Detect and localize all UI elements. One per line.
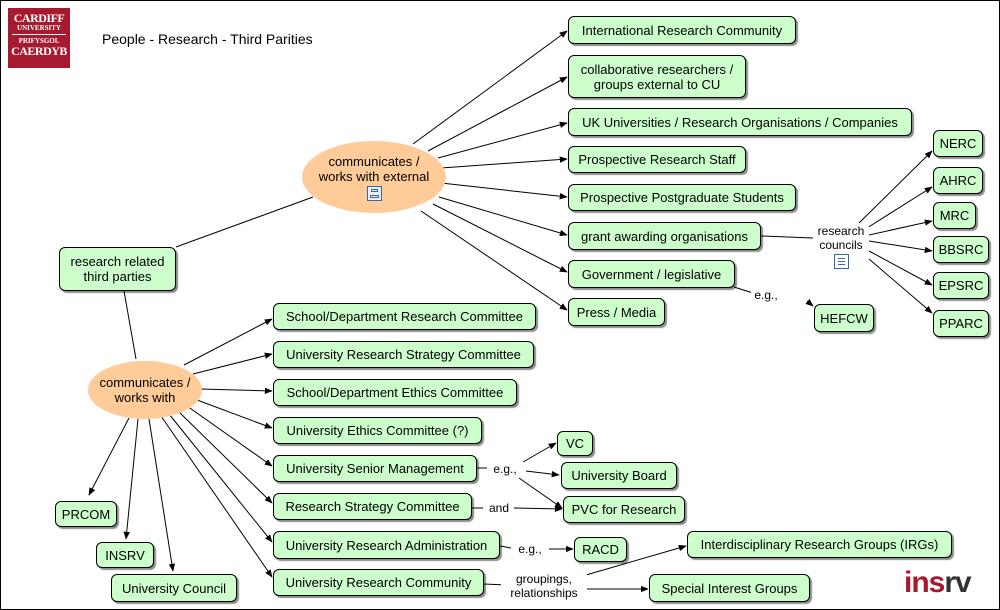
diagram-title: People - Research - Third Parities bbox=[102, 31, 313, 47]
node-research-strategy-committee[interactable]: Research Strategy Committee bbox=[273, 493, 472, 520]
node-nerc[interactable]: NERC bbox=[933, 130, 983, 157]
hub-with-line1: communicates / bbox=[99, 375, 191, 390]
label-senior-eg: e.g., bbox=[488, 462, 522, 476]
node-international-research-community[interactable]: International Research Community bbox=[568, 16, 796, 44]
label-admin-eg: e.g., bbox=[512, 542, 548, 556]
node-research-third-parties[interactable]: research related third parties bbox=[59, 247, 176, 291]
node-pparc[interactable]: PPARC bbox=[933, 310, 989, 337]
logo-text-cardiff: CARDIFF bbox=[13, 11, 65, 25]
node-university-ethics-committee[interactable]: University Ethics Committee (?) bbox=[273, 417, 482, 444]
insrv-logo-prefix: ins bbox=[904, 566, 945, 599]
node-mrc[interactable]: MRC bbox=[933, 202, 976, 229]
node-hefcw[interactable]: HEFCW bbox=[814, 304, 874, 332]
node-uk-universities[interactable]: UK Universities / Research Organisations… bbox=[568, 108, 912, 136]
node-epsrc[interactable]: EPSRC bbox=[933, 272, 989, 299]
node-grant-awarding-organisations[interactable]: grant awarding organisations bbox=[568, 222, 761, 250]
node-university-senior-management[interactable]: University Senior Management bbox=[273, 455, 477, 482]
logo-text-caerdydd: CAERDYB bbox=[11, 44, 67, 58]
hub-external-line2: works with external bbox=[318, 168, 430, 184]
node-collaborative-researchers[interactable]: collaborative researchers / groups exter… bbox=[568, 55, 746, 98]
node-prospective-postgraduate-students[interactable]: Prospective Postgraduate Students bbox=[568, 184, 796, 211]
concept-map-icon[interactable] bbox=[366, 185, 382, 201]
label-research-councils: research councils bbox=[813, 224, 869, 269]
hub-with-line2: works with bbox=[114, 390, 176, 405]
node-school-research-committee[interactable]: School/Department Research Committee bbox=[273, 303, 536, 330]
label-and: and bbox=[484, 501, 514, 515]
node-university-research-community[interactable]: University Research Community bbox=[273, 569, 484, 596]
node-prospective-research-staff[interactable]: Prospective Research Staff bbox=[568, 146, 746, 173]
logo-text-university: UNIVERSITY bbox=[17, 24, 61, 32]
hub-communicates-with[interactable]: communicates / works with bbox=[88, 361, 202, 419]
document-icon[interactable] bbox=[833, 254, 849, 269]
label-groupings-relationships: groupings, relationships bbox=[501, 572, 587, 600]
logo-text-prifysgol: PRIFYSGOL bbox=[18, 37, 60, 45]
node-pvc-for-research[interactable]: PVC for Research bbox=[563, 496, 685, 523]
insrv-logo: insrv bbox=[904, 566, 972, 600]
hub-external-line1: communicates / bbox=[328, 153, 420, 169]
research-councils-text: research councils bbox=[817, 224, 865, 252]
logo-divider bbox=[12, 34, 66, 35]
node-bbsrc[interactable]: BBSRC bbox=[933, 236, 989, 263]
cardiff-university-logo: CARDIFF UNIVERSITY PRIFYSGOL CAERDYB bbox=[8, 8, 70, 68]
node-university-council[interactable]: University Council bbox=[111, 574, 237, 602]
node-ahrc[interactable]: AHRC bbox=[933, 167, 983, 194]
node-government-legislative[interactable]: Government / legislative bbox=[568, 260, 735, 288]
hub-communicates-external[interactable]: communicates / works with external bbox=[302, 141, 446, 213]
node-university-board[interactable]: University Board bbox=[561, 462, 677, 489]
node-vc[interactable]: VC bbox=[557, 431, 593, 456]
node-school-ethics-committee[interactable]: School/Department Ethics Committee bbox=[273, 379, 517, 406]
node-special-interest-groups[interactable]: Special Interest Groups bbox=[649, 574, 810, 602]
node-interdisciplinary-research-groups[interactable]: Interdisciplinary Research Groups (IRGs) bbox=[687, 531, 952, 558]
node-racd[interactable]: RACD bbox=[574, 537, 627, 562]
node-press-media[interactable]: Press / Media bbox=[568, 298, 665, 326]
node-prcom[interactable]: PRCOM bbox=[55, 501, 117, 527]
insrv-logo-suffix: rv bbox=[944, 566, 971, 599]
node-university-research-administration[interactable]: University Research Administration bbox=[273, 531, 500, 559]
node-university-research-strategy-committee[interactable]: University Research Strategy Committee bbox=[273, 341, 534, 368]
label-hefcw-eg: e.g., bbox=[751, 288, 781, 302]
node-insrv[interactable]: INSRV bbox=[96, 542, 154, 568]
